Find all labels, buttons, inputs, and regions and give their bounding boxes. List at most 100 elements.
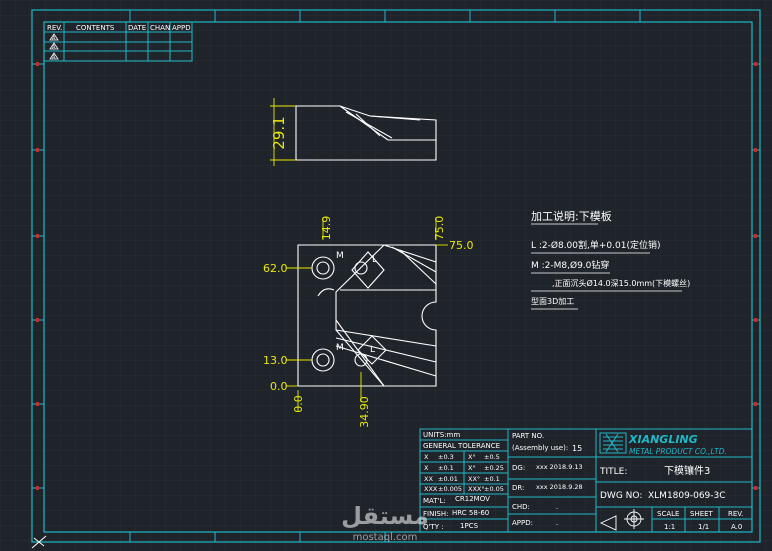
front-view-dimension-lines (286, 218, 448, 412)
rev-row-label: A (52, 36, 56, 42)
front-view-edge (335, 345, 437, 377)
top-view-edge (355, 113, 381, 137)
qty-value: 1PCS (460, 522, 479, 530)
front-view-profile (335, 244, 385, 387)
tol-key: XXX (424, 485, 438, 493)
notes-line-4: 型面3D加工 (531, 296, 574, 306)
front-view (297, 244, 437, 387)
tol-val: ±0.1 (438, 464, 454, 472)
appd-value: . (556, 519, 558, 527)
rev-triangle-icon (49, 42, 59, 50)
tol-val: ±0.005 (438, 485, 462, 493)
qty-label: Q'TY : (423, 523, 444, 531)
front-view-pocket (351, 251, 385, 289)
rev-header-date: DATE (128, 24, 146, 32)
chd-label: CHD: (512, 503, 530, 511)
dg-label: DG: (512, 464, 525, 472)
counterbore-hole-bottom-inner (316, 353, 330, 367)
finish-label: FINISH: (423, 510, 448, 518)
inner-border (43, 21, 753, 533)
top-view-edge (369, 115, 421, 121)
title-value: 下模镶件3 (664, 464, 710, 477)
rev-header-chan: CHAN (150, 24, 170, 32)
dwg-value: XLM1809-069-3C (648, 491, 726, 501)
hole-label-m-bottom: M (336, 343, 344, 353)
part-no-label: PART NO. (512, 432, 544, 440)
tol-val: ±0.1 (484, 475, 500, 483)
tol-val: ±0.5 (484, 453, 500, 461)
dim-75-0-vertical: 75.0 (433, 216, 446, 241)
assembly-value: 15 (572, 444, 582, 453)
appd-label: APPD: (512, 519, 533, 527)
notes-line-2: M :2-M8,Ø9.0钻穿 (531, 259, 609, 271)
sheet-label: SHEET (690, 510, 714, 518)
counterbore-hole-top-inner (316, 261, 330, 275)
mostaql-watermark: مستقل mostaql.com (341, 502, 429, 543)
tol-val: ±0.05 (484, 485, 504, 493)
tol-key: X (424, 453, 429, 461)
dim-0-0-x: 0.0 (292, 395, 305, 413)
title-block (595, 428, 753, 533)
notes-line-3: ,正面沉头Ø14.0深15.0mm(下模螺丝) (552, 278, 690, 288)
hole-label-l-bottom: L (370, 345, 375, 355)
rev-header-contents: CONTENTS (76, 24, 115, 32)
dg-value: xxx 2018.9.13 (536, 463, 583, 471)
front-view-outline (297, 244, 437, 387)
tol-val: ±0.3 (438, 453, 454, 461)
projection-symbol-icon (599, 509, 644, 531)
scale-label: SCALE (657, 510, 679, 518)
watermark-brand: مستقل (341, 502, 429, 530)
finish-value: HRC 58-60 (452, 509, 489, 517)
title-label: TITLE: (599, 467, 627, 477)
rev-header-appd: APPD (172, 24, 191, 32)
units-label: UNITS:mm (423, 431, 460, 439)
watermark-url: mostaql.com (353, 532, 418, 543)
hole-label-l-top: L (372, 255, 377, 265)
top-view-edge (345, 111, 393, 139)
dim-13-0: 13.0 (263, 354, 288, 367)
tolerance-rows: X ±0.3 X° ±0.5 X ±0.1 X° ±0.25 XX ±0.01 … (424, 453, 504, 493)
dim-34-90: 34.90 (358, 396, 371, 428)
rev-value: A.0 (731, 523, 742, 531)
hole-label-m-top: M (336, 251, 344, 261)
scale-value: 1:1 (664, 523, 675, 531)
dowel-hole-top (354, 261, 368, 275)
cursor-crosshair-icon (31, 535, 47, 549)
dr-label: DR: (512, 484, 524, 492)
front-view-edge (391, 246, 437, 273)
tol-val: ±0.01 (438, 475, 458, 483)
revision-table: REV. CONTENTS DATE CHAN APPD A A A (43, 21, 193, 62)
dr-value: xxx 2018.9.28 (536, 483, 583, 491)
top-view-edge (339, 105, 389, 141)
material-value: CR12MOV (455, 495, 490, 503)
dim-29-1: 29.1 (270, 116, 288, 149)
dim-75-0-horizontal: 75.0 (449, 239, 474, 252)
tol-key: XX° (468, 475, 480, 483)
tol-key: X° (468, 453, 476, 461)
rev-label: REV. (728, 510, 743, 518)
company-logo-icon (599, 432, 627, 454)
top-view-dimension (270, 98, 296, 166)
dwg-label: DWG NO: (600, 491, 642, 501)
rev-header-rev: REV. (47, 24, 62, 32)
chd-value: . (556, 503, 558, 511)
rev-row-label: A (52, 55, 56, 61)
sheet-value: 1/1 (698, 523, 709, 531)
dim-14-9: 14.9 (320, 216, 333, 241)
company-subtitle: METAL PRODUCT CO.,LTD. (629, 447, 727, 456)
tol-key: X° (468, 464, 476, 472)
assembly-label: (Assembly use): (512, 444, 568, 452)
rev-triangle-icon (49, 33, 59, 41)
tol-key: X (424, 464, 429, 472)
tol-key: XXX° (468, 485, 485, 493)
rev-triangle-icon (49, 52, 59, 60)
front-view-edge (317, 288, 335, 297)
outer-border (31, 9, 761, 543)
notes-line-1: L :2-Ø8.00割,单+0.01(定位销) (531, 239, 660, 251)
front-view-edge (335, 329, 437, 347)
border-zone-markers (36, 62, 757, 490)
dowel-hole-bottom (354, 353, 368, 367)
rev-row-label: A (52, 45, 56, 51)
tolerance-block (419, 428, 509, 533)
